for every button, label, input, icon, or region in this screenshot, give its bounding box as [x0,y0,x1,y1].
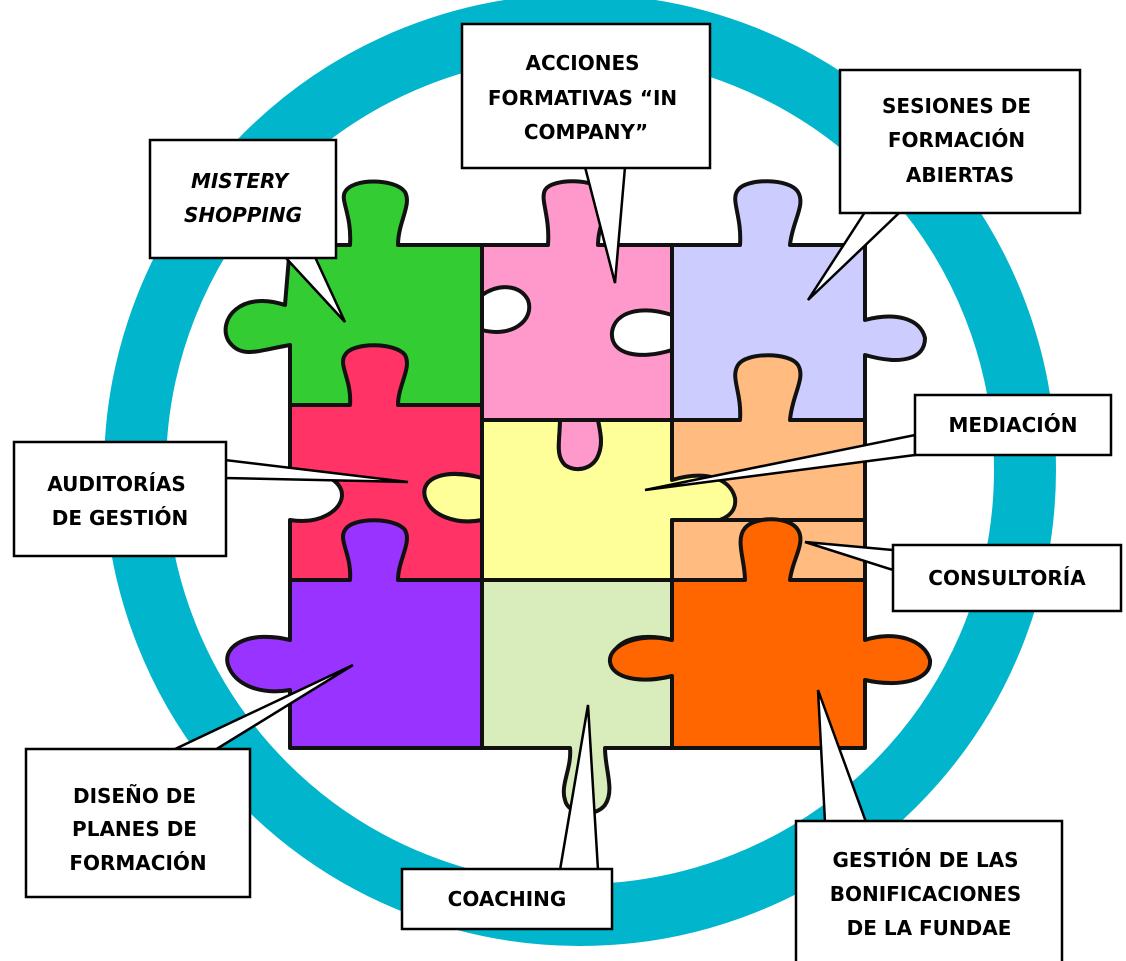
callout-box-sesiones [838,68,1082,215]
callout-text-mediacion: MEDIACIÓN [949,413,1078,437]
callout-box-auditorias [12,440,228,558]
callout-box-gestion [794,819,1064,961]
puzzle-piece-mistery-shopping [223,179,484,407]
knob-pink-bottom [556,418,603,472]
callout-text-acciones: ACCIONES FORMATIVAS “IN COMPANY” [488,51,684,144]
callout-box-diseno [24,747,252,899]
callout-text-mistery: MISTERY SHOPPING [184,169,302,227]
knob-yellow-left [422,472,484,524]
callout-text-gestion: GESTIÓN DE LAS BONIFICACIONES DE LA FUND… [830,848,1029,940]
puzzle-piece-auditorias-gestion [288,343,484,582]
callout-box-mediacion [913,393,1113,457]
callout-box-coaching [400,867,614,931]
callout-text-sesiones: SESIONES DE FORMACIÓN ABIERTAS [882,94,1038,187]
puzzle-piece-acciones-formativas [480,179,674,422]
callout-box-mistery [148,138,338,260]
callout-box-acciones [460,22,712,170]
puzzle-piece-gestion-bonificaciones [608,517,933,750]
callout-box-consultoria [891,543,1123,613]
callout-text-coaching: COACHING [448,887,567,911]
puzzle-piece-sesiones-formacion [670,179,927,422]
callout-text-diseno: DISEÑO DE PLANES DE FORMACIÓN [69,784,206,875]
callout-text-consultoria: CONSULTORÍA [928,566,1086,590]
callout-text-auditorias: AUDITORÍAS DE GESTIÓN [47,472,192,530]
